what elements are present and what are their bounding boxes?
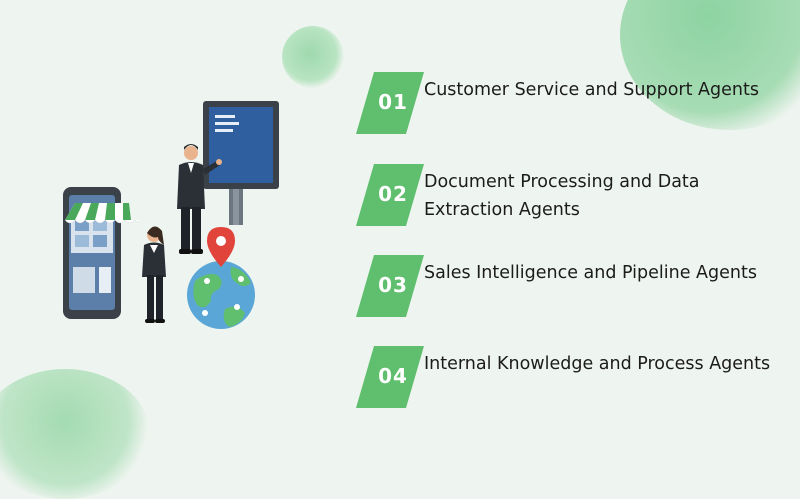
agent-title: Internal Knowledge and Process Agents: [424, 354, 771, 374]
agent-item-4: 04 Internal Knowledge and Process Agents: [356, 344, 786, 408]
number-badge: 02: [356, 164, 426, 226]
business-illustration: [55, 95, 305, 340]
businesswoman-icon: [142, 226, 166, 323]
number-label: 04: [378, 364, 408, 388]
presentation-board-icon: [203, 101, 279, 225]
number-badge: 03: [356, 255, 426, 317]
number-badge: 01: [356, 72, 426, 134]
agent-title: Customer Service and Support Agents: [424, 80, 759, 100]
smartphone-shop-icon: [63, 187, 142, 319]
agent-title: Document Processing and Data Extraction …: [424, 172, 700, 220]
agent-item-3: 03 Sales Intelligence and Pipeline Agent…: [356, 253, 786, 317]
number-label: 02: [378, 182, 408, 206]
businessman-icon: [177, 144, 222, 254]
number-label: 03: [378, 273, 408, 297]
number-badge: 04: [356, 346, 426, 408]
background-blob-bottom-left: [0, 369, 150, 499]
agent-title: Sales Intelligence and Pipeline Agents: [424, 263, 757, 283]
agent-item-2: 02 Document Processing and Data Extracti…: [356, 162, 786, 226]
location-pin-icon: [207, 227, 235, 267]
globe-icon: [187, 261, 255, 329]
number-label: 01: [378, 90, 408, 114]
background-blob-top: [282, 26, 344, 88]
agent-item-1: 01 Customer Service and Support Agents: [356, 70, 786, 134]
